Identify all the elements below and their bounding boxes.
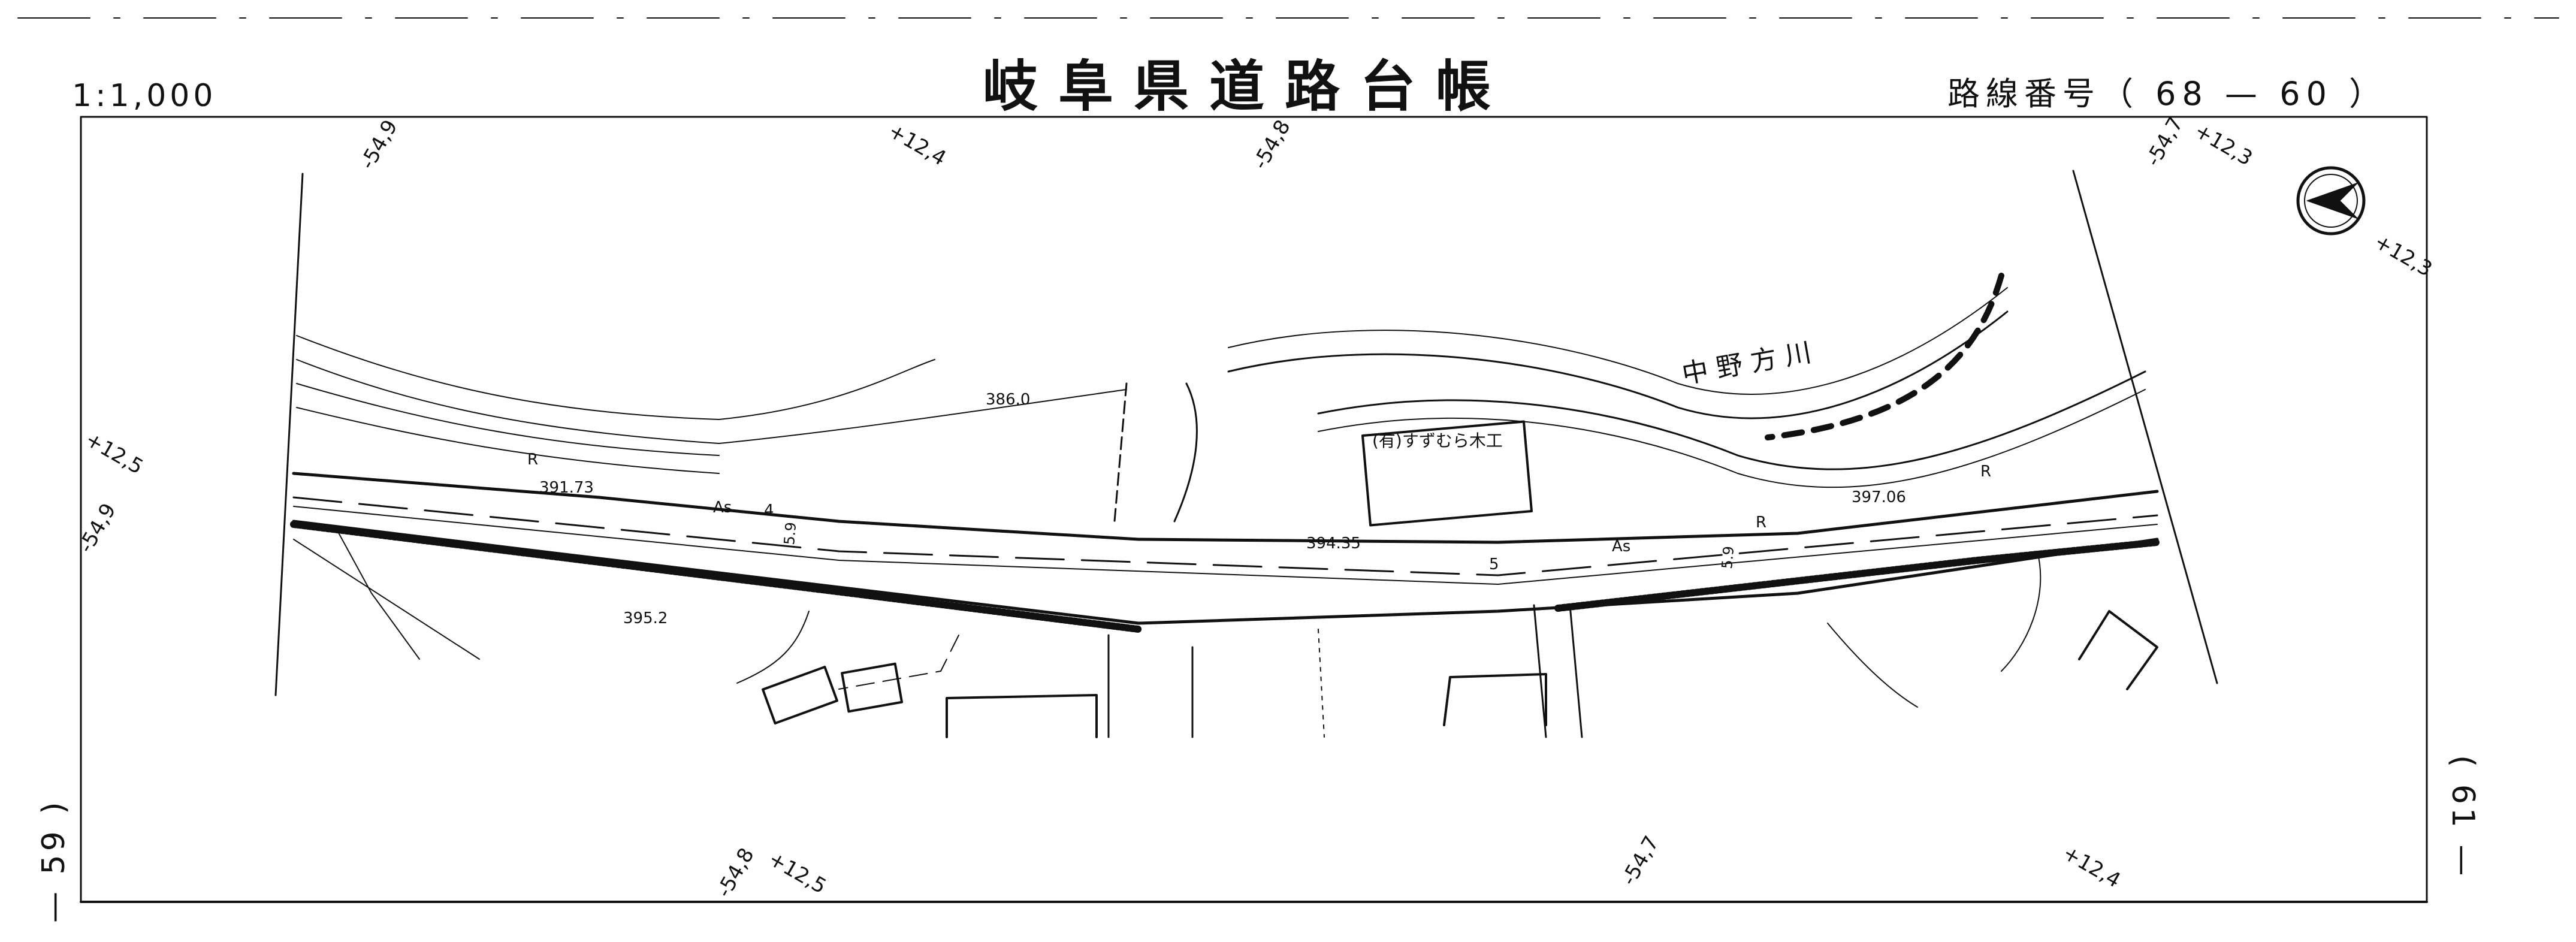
grid-label: -54,7 xyxy=(2141,113,2188,170)
scale-label: 1:1,000 xyxy=(72,78,217,114)
elevation-label: 397.06 xyxy=(1852,488,1906,506)
business-label: (有)すずむら木工 xyxy=(1372,431,1503,451)
map-frame xyxy=(80,116,2428,903)
road-centerline xyxy=(292,496,2158,576)
grid-label: -54,7 xyxy=(1617,832,1664,889)
pavement-label: As xyxy=(1612,538,1630,555)
retaining-wall-2 xyxy=(1554,539,2161,612)
grid-label: -54,8 xyxy=(712,844,759,901)
elevation-label: 386.0 xyxy=(986,391,1030,409)
road-width-label: 5.9 xyxy=(781,521,799,545)
route-number: 路線番号（ 68 — 60 ） xyxy=(1947,75,2388,113)
grid-label: +12,3 xyxy=(2191,119,2257,171)
elevation-label: 394.35 xyxy=(1306,535,1361,552)
elevation-label: 391.73 xyxy=(539,479,594,497)
grid-label: -54,8 xyxy=(1248,116,1295,173)
grid-label: -54,9 xyxy=(355,116,403,173)
pavement-label: As xyxy=(713,499,732,517)
building-suzumura xyxy=(1361,420,1533,527)
curve-label: R xyxy=(527,451,538,469)
road-edge-north xyxy=(292,472,2159,544)
grid-label: +12,4 xyxy=(884,119,950,171)
river-label: 中 野 方 川 xyxy=(1680,337,1814,390)
km-marker-label: 4 xyxy=(764,502,774,520)
building xyxy=(2078,610,2158,690)
curve-label: R xyxy=(1980,463,1991,481)
building xyxy=(946,694,1098,738)
stone-bank xyxy=(1765,273,2004,440)
road-centerline-2 xyxy=(293,506,2158,585)
building xyxy=(841,662,904,713)
map-title: 岐阜県道路台帳 xyxy=(983,55,1512,119)
curve-label: R xyxy=(1756,514,1766,532)
river-bank-north xyxy=(1317,370,2146,470)
elevation-label: 395.2 xyxy=(623,609,668,627)
grid-label: +12,4 xyxy=(2059,841,2125,893)
building xyxy=(1443,673,1547,726)
grid-label: +12,5 xyxy=(765,847,831,899)
grid-label: +12,5 xyxy=(81,427,147,479)
building xyxy=(762,665,838,725)
river-bank-south xyxy=(1227,310,2009,419)
km-marker-label: 5 xyxy=(1489,555,1499,573)
retaining-wall xyxy=(290,521,1142,633)
north-arrow-icon xyxy=(2296,166,2366,236)
road-width-label: 5.9 xyxy=(1719,545,1737,569)
